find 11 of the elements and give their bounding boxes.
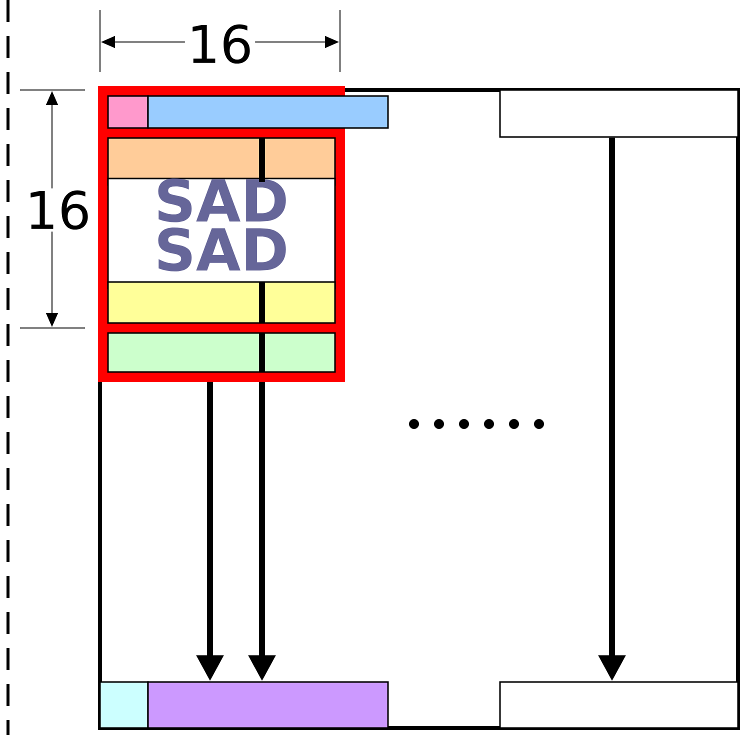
block: [499, 681, 739, 729]
dimension-label: 16: [184, 22, 256, 66]
sad-row: SAD SAD: [107, 178, 336, 290]
block: [107, 332, 336, 373]
dimension-label: 16: [22, 188, 94, 232]
block: [147, 95, 389, 129]
block: [99, 681, 149, 729]
block: [107, 281, 336, 324]
block: [107, 95, 149, 129]
block: [147, 681, 389, 729]
block: [499, 89, 739, 138]
